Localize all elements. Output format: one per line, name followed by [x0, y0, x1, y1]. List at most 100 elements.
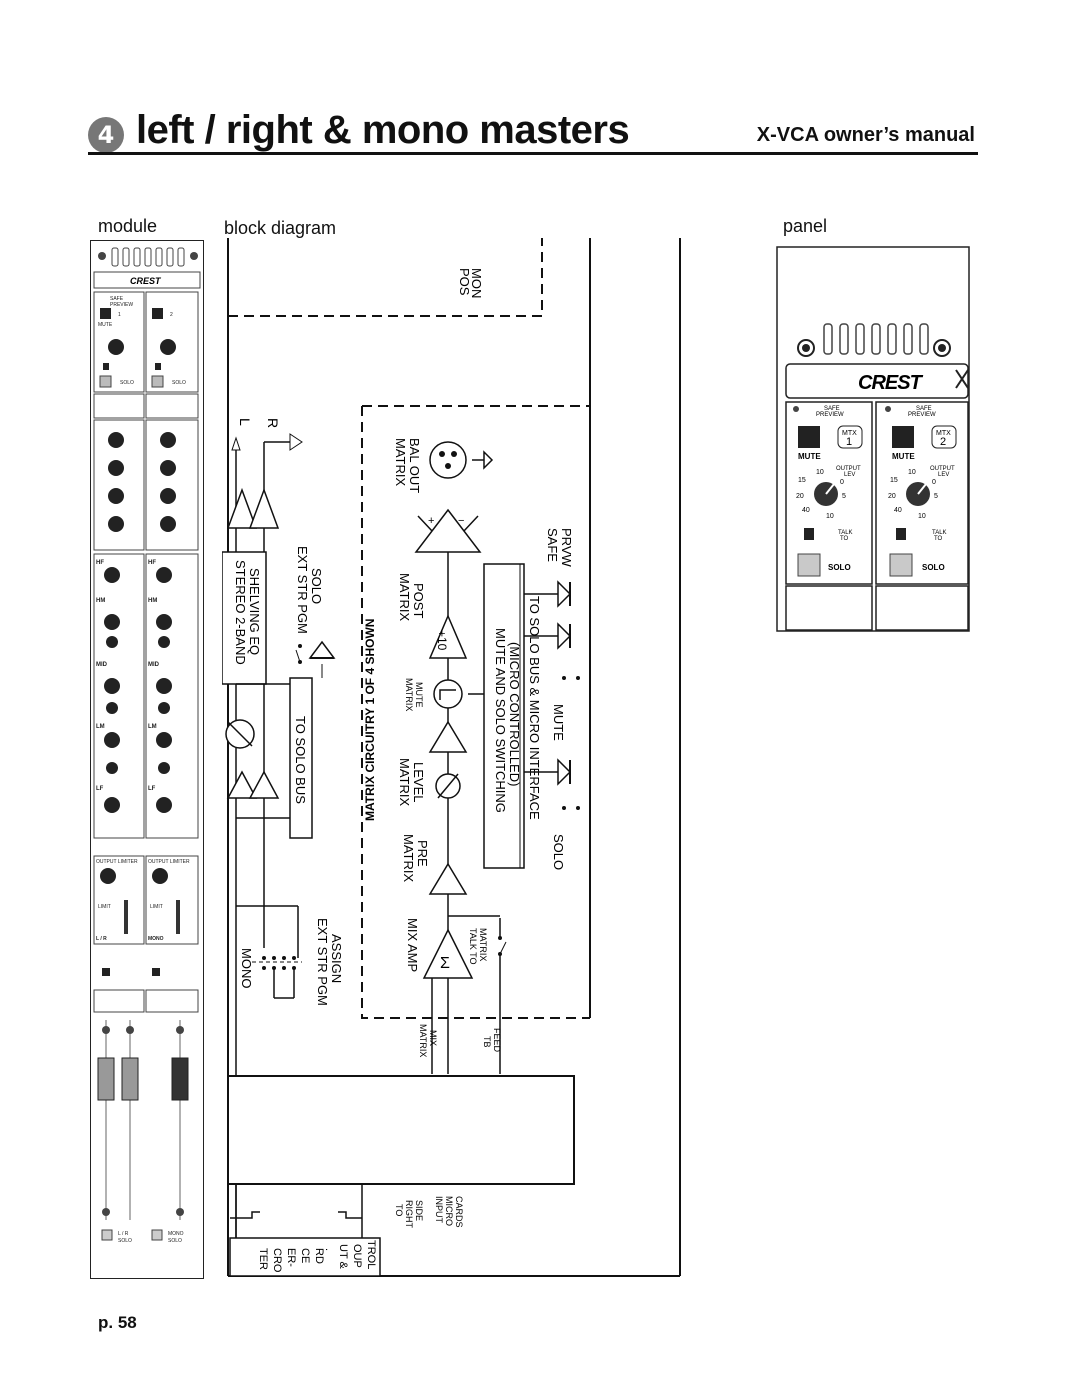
panel-talk-button[interactable] [804, 528, 814, 540]
diagram-to-solo-bus: TO SOLO BUS [293, 716, 308, 804]
diagram-matrix-post: MATRIX [397, 573, 412, 621]
module-brand-text: CREST [130, 276, 162, 286]
module-section-label: module [98, 216, 158, 236]
diagram-talk-matrix: MATRIX [478, 928, 488, 961]
panel-talk: TALK [932, 530, 947, 536]
diagram-cut-9: TROL [365, 1240, 377, 1269]
panel-mute-button[interactable] [892, 426, 914, 448]
diagram-matrix-mute: MATRIX [404, 678, 414, 711]
diagram-solo: SOLO [551, 834, 566, 870]
diagram-cut-2: CRO [271, 1248, 283, 1273]
diagram-prvw: PRVW [559, 528, 574, 567]
module-text: OUTPUT LIMITER [148, 859, 190, 865]
diagram-input: INPUT [434, 1196, 444, 1224]
module-text: L / R [118, 1231, 129, 1237]
panel-mute: MUTE [892, 452, 915, 461]
panel-preview: PREVIEW [816, 412, 844, 418]
panel-section-label: panel [783, 216, 828, 236]
module-text: LF [148, 786, 156, 792]
diagram-mix-amp: MIX AMP [405, 918, 420, 972]
panel-scale: 10 [816, 469, 824, 476]
module-text: MONO [148, 936, 164, 942]
diagram-cut-7: UT & [337, 1244, 349, 1270]
diagram-cut-5: RD [313, 1248, 325, 1264]
panel-solo-button[interactable] [797, 553, 821, 577]
svg-text:+: + [428, 515, 434, 527]
panel-output: OUTPUT [930, 466, 955, 472]
panel-mute-button[interactable] [798, 426, 820, 448]
diagram-mute-solo: MUTE AND SOLO SWITCHING [493, 628, 508, 813]
module-text: SOLO [120, 380, 134, 386]
panel-safe: SAFE [916, 406, 932, 412]
panel-mute: MUTE [798, 452, 821, 461]
panel-solo: SOLO [828, 563, 851, 572]
diagram-mute: MUTE [551, 704, 566, 741]
diagram-to: TO [394, 1204, 404, 1216]
diagram-plus10: +10 [435, 630, 449, 651]
diagram-cut-8: OUP [351, 1244, 363, 1268]
diagram-side: SIDE [414, 1200, 424, 1221]
module-text: HF [96, 560, 104, 566]
diagram-cards: CARDS [454, 1196, 464, 1228]
panel-solo-button[interactable] [889, 553, 913, 577]
panel-scale: 0 [840, 479, 844, 486]
panel-preview: PREVIEW [908, 412, 936, 418]
diagram-mono: MONO [239, 948, 254, 988]
module-text: SOLO [172, 380, 186, 386]
diagram-to-solo-bus-micro: TO SOLO BUS & MICRO INTERFACE [527, 596, 542, 820]
diagram-right: RIGHT [404, 1200, 414, 1229]
panel-scale: 40 [894, 507, 902, 514]
module-text: LIMIT [98, 904, 111, 910]
panel-mtx: MTX [842, 430, 857, 437]
page-number: p. 58 [98, 1313, 137, 1332]
diagram-talk-to: TALK TO [468, 928, 478, 965]
module-text: 1 [118, 312, 121, 318]
diagram-feed: FEED [492, 1028, 502, 1053]
panel-scale: 40 [802, 507, 810, 514]
diagram-l: L [237, 418, 253, 426]
panel-lev: LEV [938, 472, 949, 478]
module-text: SAFE [110, 296, 124, 302]
panel-scale: 5 [842, 493, 846, 500]
panel-scale: 20 [796, 493, 804, 500]
module-text: MUTE [98, 322, 113, 328]
diagram-r: R [265, 418, 281, 428]
diagram-micro-controlled: (MICRO CONTROLLED) [507, 642, 522, 786]
diagram-mute: MUTE [414, 682, 424, 708]
panel-talk-button[interactable] [896, 528, 906, 540]
module-text: HF [148, 560, 156, 566]
panel-lev: LEV [844, 472, 855, 478]
diagram-ext-str-pgm-solo: SOLO [309, 568, 324, 604]
module-text: SOLO [168, 1238, 182, 1244]
diagram-mon: MON [469, 268, 484, 298]
panel-illustration: CREST SAFE PREVIEW MTX 1 MUTE OUTPUT LEV… [776, 246, 970, 632]
diagram-pre: PRE [415, 840, 430, 867]
module-strip-illustration: CREST SAFE PREVIEW MUTE 1 2 SOLO SOLO HF [90, 240, 204, 1279]
chapter-number-badge: 4 [88, 117, 124, 153]
panel-solo: SOLO [922, 563, 945, 572]
module-text: MID [148, 662, 160, 668]
diagram-matrix-level: MATRIX [397, 758, 412, 806]
panel-to: TO [934, 536, 943, 542]
diagram-pos: POS [457, 268, 472, 296]
panel-output: OUTPUT [836, 466, 861, 472]
manual-title: X-VCA owner’s manual [756, 124, 975, 146]
module-text: OUTPUT LIMITER [96, 859, 138, 865]
diagram-stereo-eq: STEREO 2-BAND [233, 560, 248, 665]
diagram-tb: TB [482, 1036, 492, 1048]
diagram-stereo-eq-2: SHELVING EQ [247, 568, 262, 655]
module-text: LF [96, 786, 104, 792]
diagram-mix: MIX [428, 1030, 438, 1046]
panel-scale: 10 [826, 513, 834, 520]
module-text: MONO [168, 1231, 184, 1237]
module-text: SOLO [118, 1238, 132, 1244]
diagram-cut-6: . [323, 1248, 335, 1251]
panel-channel-1: SAFE PREVIEW MTX 1 MUTE OUTPUT LEV 15 10… [793, 406, 863, 577]
panel-safe: SAFE [824, 406, 840, 412]
panel-scale: 15 [798, 477, 806, 484]
panel-scale: 5 [934, 493, 938, 500]
module-text: 2 [170, 312, 173, 318]
block-diagram: MON POS L R STEREO 2-BAND SHELVING EQ EX… [222, 238, 681, 1277]
diagram-safe: SAFE [545, 528, 560, 562]
block-diagram-section-label: block diagram [224, 218, 337, 238]
